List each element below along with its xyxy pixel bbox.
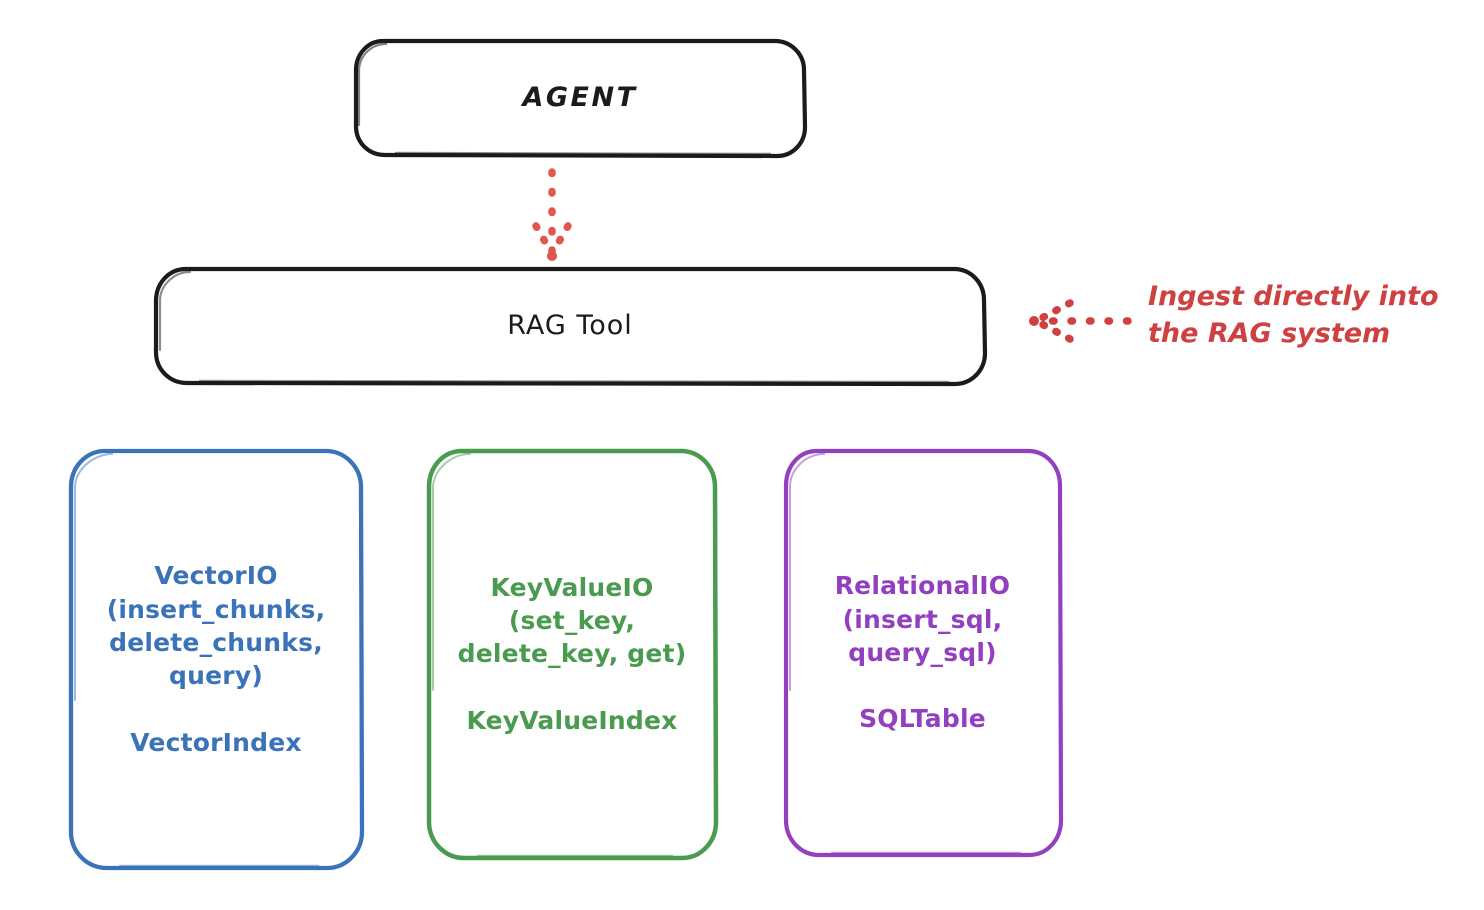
agent-node-label: AGENT (522, 81, 638, 113)
rag-tool-node[interactable]: RAG Tool (155, 268, 985, 384)
agent-node[interactable]: AGENT (355, 40, 805, 156)
vectorio-node-label: VectorIO (insert_chunks, delete_chunks, … (106, 561, 326, 757)
ingest-to-rag-tool-arrow-icon (1029, 299, 1132, 343)
rag-tool-node-label: RAG Tool (507, 309, 633, 341)
keyvalueio-node-label: KeyValueIO (set_key, delete_key, get) Ke… (457, 572, 687, 735)
ingest-annotation-label: Ingest directly into the RAG system (1148, 281, 1439, 350)
relationalio-node-label: RelationalIO (insert_sql, query_sql) SQL… (834, 571, 1011, 734)
vectorio-node[interactable]: VectorIO (insert_chunks, delete_chunks, … (70, 450, 362, 868)
relationalio-node[interactable]: RelationalIO (insert_sql, query_sql) SQL… (785, 450, 1060, 855)
agent-to-rag-tool-arrow-icon (532, 168, 572, 261)
keyvalueio-node[interactable]: KeyValueIO (set_key, delete_key, get) Ke… (428, 450, 716, 858)
